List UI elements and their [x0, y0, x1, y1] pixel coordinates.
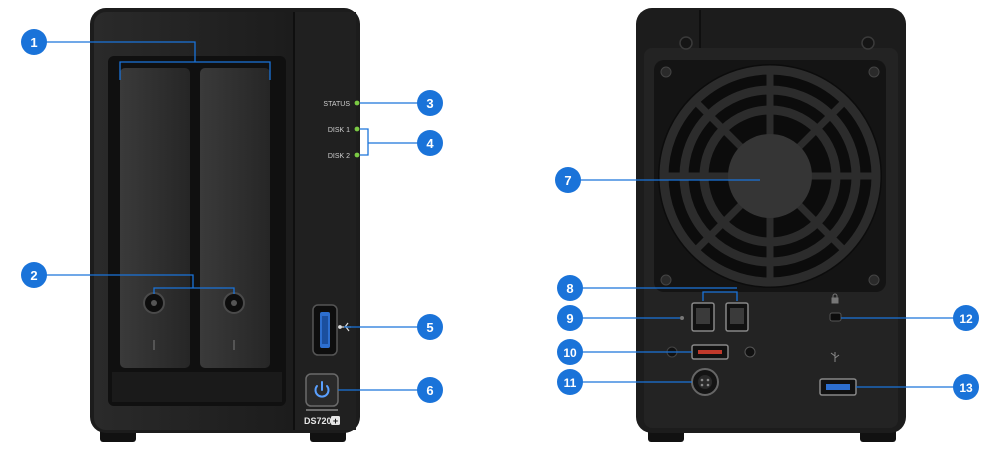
- disk2-led: [354, 152, 360, 158]
- drive-tray-2[interactable]: [200, 68, 270, 368]
- callout-number: 7: [564, 173, 571, 188]
- fan-grill: [654, 60, 886, 292]
- screw-icon: [868, 274, 880, 286]
- screw-icon: [679, 36, 693, 50]
- model-label: DS720: [304, 416, 332, 426]
- callout-number: 10: [563, 346, 577, 360]
- power-icon: [314, 381, 330, 398]
- callout-number: 9: [566, 311, 573, 326]
- callout-badge: 5: [417, 314, 443, 340]
- callout-badge: 8: [557, 275, 583, 301]
- audio-port[interactable]: [744, 346, 756, 358]
- callout-number: 11: [564, 376, 577, 390]
- screw-icon: [660, 274, 672, 286]
- callout-number: 2: [30, 268, 37, 283]
- fan-hub: [728, 134, 812, 218]
- callout-number: 1: [30, 35, 37, 50]
- screw-icon: [861, 36, 875, 50]
- back-view: [636, 8, 906, 442]
- model-plus-badge: [331, 416, 340, 425]
- callout-badge: 4: [417, 130, 443, 156]
- callout-badge: 11: [557, 369, 583, 395]
- callout-number: 8: [566, 281, 573, 296]
- front-view: STATUS DISK 1 DISK 2 DS720 +: [90, 8, 360, 442]
- callout-number: 12: [959, 312, 973, 326]
- callout-badge: 7: [555, 167, 581, 193]
- status-led: [354, 100, 360, 106]
- callout-number: 4: [426, 136, 434, 151]
- callout-number: 3: [426, 96, 433, 111]
- disk1-label: DISK 1: [328, 127, 350, 134]
- callout-number: 5: [426, 320, 433, 335]
- tray-mark: [153, 340, 155, 350]
- reset-button[interactable]: [680, 316, 684, 320]
- screw-icon: [660, 66, 672, 78]
- kensington-slot[interactable]: [829, 312, 842, 322]
- status-label: STATUS: [323, 101, 350, 108]
- tray-mark: [233, 340, 235, 350]
- callout-badge: 3: [417, 90, 443, 116]
- drive-tray-1[interactable]: [120, 68, 190, 368]
- callout-badge: 13: [953, 374, 979, 400]
- callout-badge: 12: [953, 305, 979, 331]
- callout-lines: [34, 41, 964, 391]
- disk2-label: DISK 2: [328, 153, 350, 160]
- disk1-led: [354, 126, 360, 132]
- callout-badge: 9: [557, 305, 583, 331]
- callout-badge: 2: [21, 262, 47, 288]
- front-side-panel: [294, 12, 356, 430]
- callout-badges: 1 2 3 4 5 6 7 8: [21, 29, 979, 403]
- callout-badge: 6: [417, 377, 443, 403]
- usb-icon: [830, 352, 840, 362]
- screw-icon: [868, 66, 880, 78]
- callout-badge: 1: [21, 29, 47, 55]
- model-plus: +: [333, 416, 338, 426]
- callout-badge: 10: [557, 339, 583, 365]
- callout-number: 6: [426, 383, 433, 398]
- callout-number: 13: [959, 381, 973, 395]
- lock-icon: [831, 293, 839, 304]
